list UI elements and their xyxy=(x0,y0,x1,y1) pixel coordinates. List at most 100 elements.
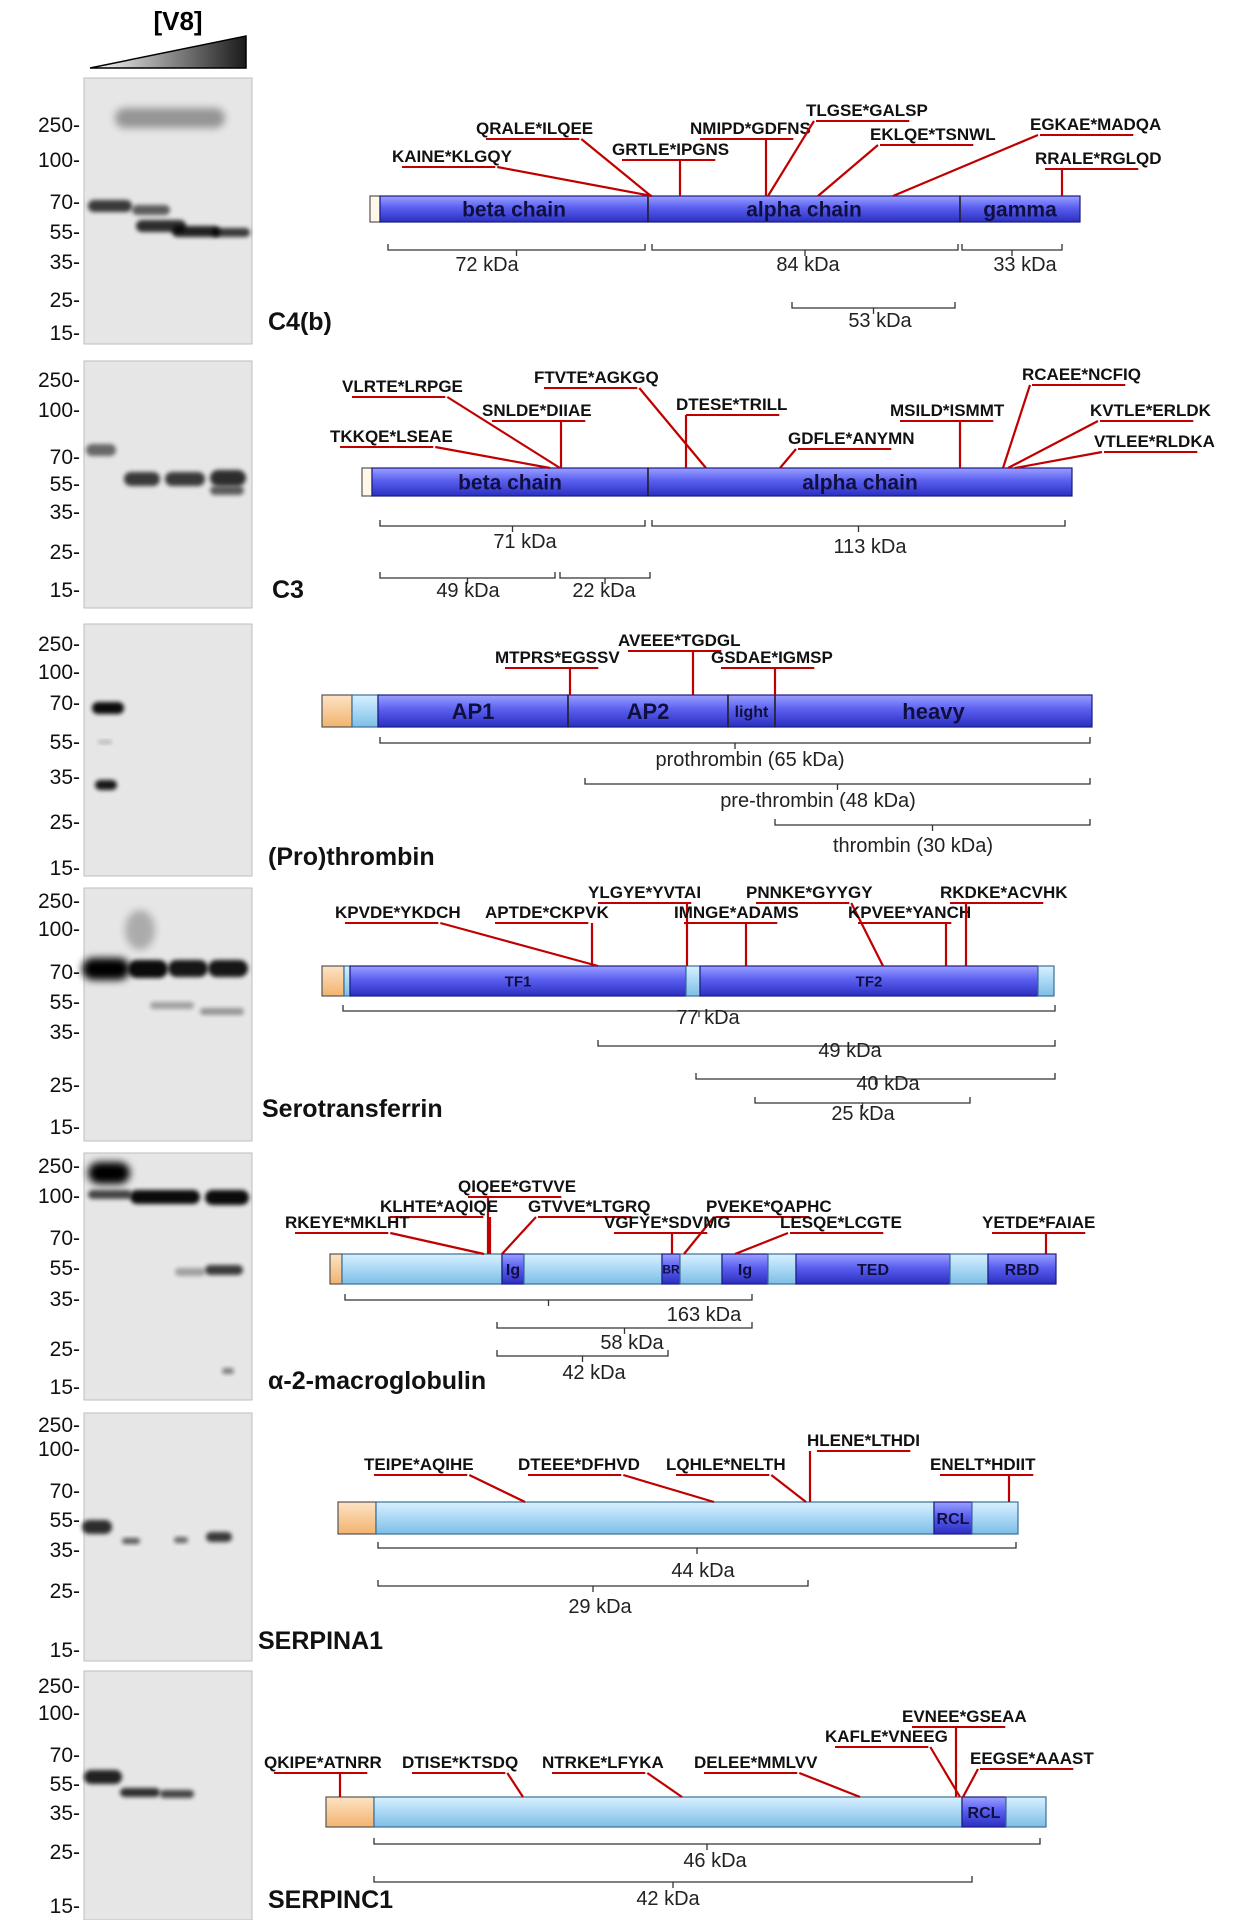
domain-label: gamma xyxy=(983,199,1057,222)
blot-band xyxy=(88,200,132,212)
cleavage-site-label: DTISE*KTSDQ xyxy=(402,1753,518,1772)
mw-marker-label: 250- xyxy=(38,369,80,392)
cleavage-site-label: TKKQE*LSEAE xyxy=(330,427,453,446)
blot-band xyxy=(212,228,250,237)
fragment-label: 22 kDa xyxy=(572,580,636,602)
domain-block xyxy=(959,195,1081,223)
fragment-bracket xyxy=(961,244,1063,251)
cleavage-site-label: VLRTE*LRPGE xyxy=(342,377,463,396)
blot-band xyxy=(125,910,155,950)
protein-name: C4(b) xyxy=(268,308,332,336)
protein-name: SERPINC1 xyxy=(268,1886,393,1914)
mw-marker-label: 15- xyxy=(50,1639,80,1662)
mw-marker-label: 25- xyxy=(50,1074,80,1097)
fragment-label: 53 kDa xyxy=(848,310,912,332)
blot-band xyxy=(120,1788,160,1797)
mw-marker-label: 15- xyxy=(50,322,80,345)
cleavage-site-label: MSILD*ISMMT xyxy=(890,401,1005,420)
domain-block xyxy=(699,965,1039,997)
mw-marker-label: 55- xyxy=(50,991,80,1014)
cleavage-site-label: TEIPE*AQIHE xyxy=(364,1455,474,1474)
mw-marker-label: 55- xyxy=(50,1509,80,1532)
cleavage-site-label: RRALE*RGLQD xyxy=(1035,149,1162,168)
blot-band xyxy=(130,1190,200,1204)
blot-band xyxy=(205,1265,243,1275)
fragment-bracket xyxy=(584,778,1091,785)
cleavage-site-label: GRTLE*IPGNS xyxy=(612,140,729,159)
cleavage-site-label: GSDAE*IGMSP xyxy=(711,648,833,667)
fragment-bracket xyxy=(373,1838,1041,1845)
mw-marker-label: 100- xyxy=(38,1185,80,1208)
panel-3: 250-100-70-55-35-25-15-SerotransferrinTF… xyxy=(38,883,1068,1142)
mw-marker-label: 250- xyxy=(38,890,80,913)
fragment-label: 77 kDa xyxy=(676,1007,740,1029)
panel-6: 250-100-70-55-35-25-15-SERPINC1RCLEVNEE*… xyxy=(38,1670,1094,1920)
mw-marker-label: 100- xyxy=(38,1702,80,1725)
fragment-bracket xyxy=(373,1876,973,1883)
cleavage-site-label: SNLDE*DIIAE xyxy=(482,401,592,420)
mw-marker-label: 70- xyxy=(50,1227,80,1250)
domain-label: TF1 xyxy=(505,973,532,990)
cleavage-site-label: KAINE*KLGQY xyxy=(392,147,513,166)
blot-band xyxy=(150,1002,194,1009)
cleavage-line xyxy=(779,448,797,469)
protein-name: (Pro)thrombin xyxy=(268,843,435,871)
blot-band xyxy=(206,1532,232,1542)
fragment-label: pre-thrombin (48 kDa) xyxy=(720,790,916,812)
fragment-bracket xyxy=(344,1294,753,1301)
mw-marker-label: 25- xyxy=(50,289,80,312)
blot-band xyxy=(210,486,244,495)
mw-marker-label: 70- xyxy=(50,191,80,214)
linker-region xyxy=(1005,1796,1047,1828)
mw-marker-label: 25- xyxy=(50,811,80,834)
cleavage-site-label: EVNEE*GSEAA xyxy=(902,1707,1027,1726)
linker-region xyxy=(1037,965,1055,997)
mw-marker-label: 25- xyxy=(50,541,80,564)
mw-marker-label: 35- xyxy=(50,1539,80,1562)
domain-block xyxy=(795,1253,951,1285)
cleavage-line xyxy=(638,387,707,469)
domain-block xyxy=(647,467,1073,497)
cleavage-site-label: KLHTE*AQIQE xyxy=(380,1197,498,1216)
cleavage-line xyxy=(580,138,652,197)
mw-marker-label: 250- xyxy=(38,114,80,137)
domain-label: beta chain xyxy=(458,472,562,495)
cleavage-site-label: AVEEE*TGDGL xyxy=(618,631,740,650)
fragment-label: 163 kDa xyxy=(667,1304,742,1326)
fragment-label: 49 kDa xyxy=(818,1040,882,1062)
mw-marker-label: 250- xyxy=(38,1675,80,1698)
linker-region xyxy=(351,694,379,728)
fragment-label: 113 kDa xyxy=(833,536,907,558)
domain-block xyxy=(647,195,961,223)
domain-label: light xyxy=(735,704,769,721)
signal-peptide xyxy=(325,1796,375,1828)
fragment-bracket xyxy=(379,520,646,527)
blot-band xyxy=(88,1162,130,1184)
cleavage-site-label: KAFLE*VNEEG xyxy=(825,1727,948,1746)
fragment-bracket xyxy=(377,1542,1017,1549)
fragment-label: 42 kDa xyxy=(562,1362,626,1384)
mw-marker-label: 100- xyxy=(38,149,80,172)
blot-band xyxy=(132,205,170,215)
domain-label: BR xyxy=(662,1262,680,1276)
cleavage-site-label: KVTLE*ERLDK xyxy=(1090,401,1212,420)
fragment-label: 25 kDa xyxy=(831,1103,895,1125)
blot-band xyxy=(82,1520,112,1534)
cleavage-site-label: FTVTE*AGKGQ xyxy=(534,368,659,387)
domain-block xyxy=(371,467,649,497)
protein-name: SERPINA1 xyxy=(258,1627,383,1655)
cleavage-site-label: APTDE*CKPVK xyxy=(485,903,609,922)
cleavage-line xyxy=(468,1474,526,1503)
signal-peptide xyxy=(361,467,373,497)
cleavage-site-label: LQHLE*NELTH xyxy=(666,1455,786,1474)
fragment-label: 46 kDa xyxy=(683,1850,747,1872)
fragment-label: 44 kDa xyxy=(671,1560,735,1582)
linker-region xyxy=(949,1253,989,1285)
cleavage-site-label: VGFYE*SDVMG xyxy=(604,1213,731,1232)
domain-label: AP2 xyxy=(627,699,670,724)
signal-peptide xyxy=(321,965,345,997)
